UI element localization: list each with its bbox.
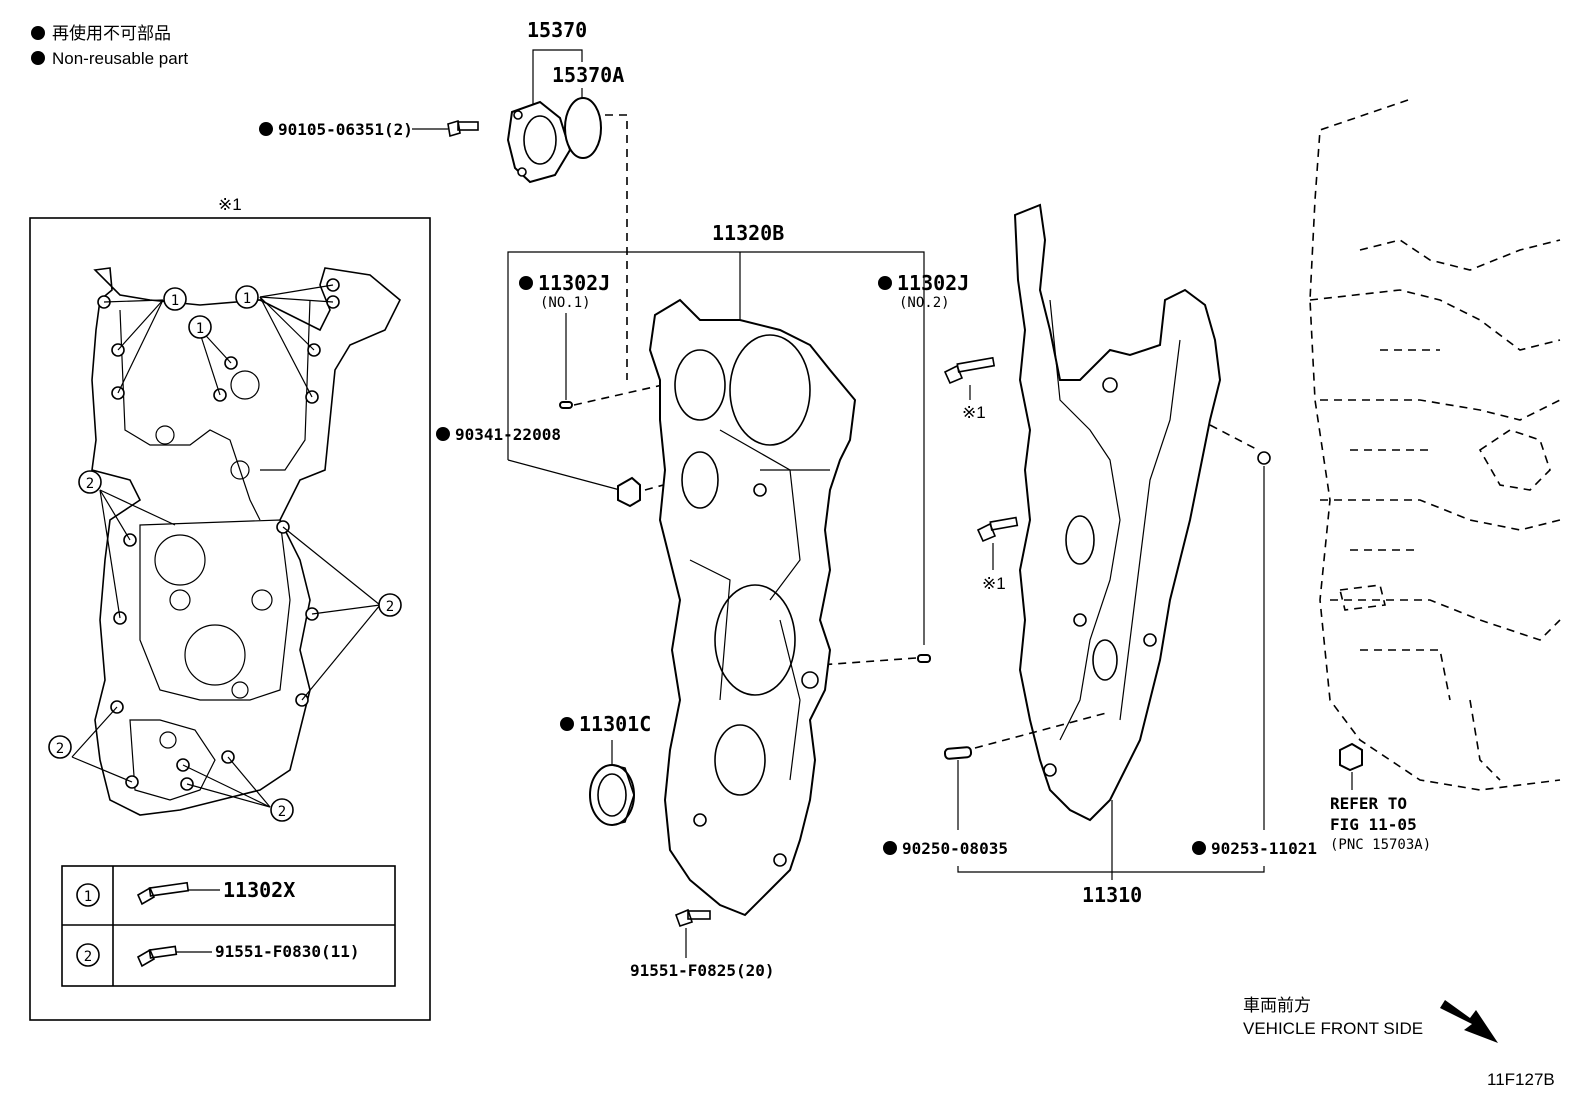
callout-11310-group: 90250-08035 90253-11021 11310 (883, 424, 1317, 907)
callout-11302J-no1-sub: (NO.1) (540, 295, 591, 311)
bolt-icon (674, 908, 711, 928)
dowel-pin-illustration (943, 746, 973, 760)
dowel-pin-illustration (1257, 451, 1271, 465)
plug-illustration (1339, 742, 1363, 772)
bolt-group-marker: 2 (78, 470, 102, 494)
dowel-pin-illustration (917, 654, 931, 663)
callout-90105: 90105-06351(2) (278, 120, 413, 139)
legend: 再使用不可部品 Non-reusable part (31, 23, 188, 68)
non-reusable-dot-icon (560, 717, 574, 731)
dowel-pin-illustration (559, 401, 573, 409)
table-row-number: 1 (84, 889, 92, 905)
callout-11302J-no1: 11302J (538, 271, 610, 295)
callout-11302J-no2: 11302J (897, 271, 969, 295)
figure-code: 11F127B (1487, 1070, 1555, 1089)
oil-seal-retainer-group: 15370 15370A (506, 18, 628, 380)
bolt-icon (447, 119, 479, 138)
bolt-group-marker: 1 (163, 287, 187, 311)
kit-border (29, 217, 431, 1021)
refer-note: REFER TO FIG 11-05 (PNC 15703A) (1330, 794, 1431, 853)
callout-11301C-group: 11301C (560, 712, 651, 826)
non-reusable-dot-icon (878, 276, 892, 290)
non-reusable-dot-icon (259, 122, 273, 136)
oil-seal-retainer-illustration (506, 100, 572, 184)
bolt-icon (136, 881, 220, 906)
kit-bolt-marker: ※1 (982, 574, 1006, 593)
non-reusable-dot-icon (31, 26, 45, 40)
svg-text:2: 2 (56, 741, 64, 757)
bolt-group-marker: 1 (188, 315, 212, 339)
bolt-group-marker: 2 (378, 593, 402, 617)
kit-leaders (71, 284, 381, 808)
non-reusable-dot-icon (883, 841, 897, 855)
non-reusable-dot-icon (519, 276, 533, 290)
refer-line-3: (PNC 15703A) (1330, 837, 1431, 853)
table-row-number: 2 (84, 949, 92, 965)
svg-text:2: 2 (86, 476, 94, 492)
callout-11320B-group: 11320B 11302J (NO.1) 11302J (NO.2) (507, 221, 969, 666)
table-row: 2 91551-F0830(11) (76, 942, 360, 968)
kit-box: ※1 (29, 195, 431, 1021)
callout-91551-F0825: 91551-F0825(20) (630, 961, 775, 980)
legend-jp: 再使用不可部品 (52, 23, 171, 43)
svg-text:1: 1 (196, 321, 204, 337)
kit-bolt-lower: ※1 (976, 516, 1019, 593)
bolt-icon (943, 356, 996, 385)
non-reusable-dot-icon (1192, 841, 1206, 855)
vehicle-front-indicator: 車両前方 VEHICLE FRONT SIDE (1243, 996, 1498, 1043)
svg-text:1: 1 (243, 291, 251, 307)
callout-11301C: 11301C (579, 712, 651, 736)
kit-marker: ※1 (218, 195, 242, 214)
refer-line-2: FIG 11-05 (1330, 815, 1417, 834)
timing-chain-cover-illustration (648, 298, 857, 917)
table-part-number: 91551-F0830(11) (215, 942, 360, 961)
crankshaft-seal-illustration (589, 764, 635, 826)
gasket-outline-illustration (91, 267, 401, 816)
legend-en: Non-reusable part (52, 49, 188, 68)
callout-91551-F0825-group: 91551-F0825(20) (630, 908, 775, 980)
cylinder-block-cover-illustration (1013, 203, 1222, 822)
kit-parts-table: 1 11302X 2 91551-F0830(11) (61, 865, 396, 987)
callout-90341-group: 90341-22008 (436, 425, 701, 508)
callout-15370A: 15370A (552, 63, 624, 87)
callout-90105-group: 90105-06351(2) (259, 119, 479, 139)
callout-90250: 90250-08035 (902, 839, 1008, 858)
kit-bolt-marker: ※1 (962, 403, 986, 422)
svg-text:2: 2 (386, 599, 394, 615)
bolt-icon (136, 945, 212, 968)
kit-bolt-upper: ※1 (943, 356, 996, 422)
bolt-group-marker: 2 (48, 735, 72, 759)
callout-90341: 90341-22008 (455, 425, 561, 444)
table-row: 1 11302X (76, 878, 295, 907)
bolt-group-marker: 2 (270, 798, 294, 822)
refer-line-1: REFER TO (1330, 794, 1407, 813)
plug-illustration (617, 476, 641, 508)
callout-11302J-no2-sub: (NO.2) (899, 295, 950, 311)
table-part-number: 11302X (223, 878, 295, 902)
callout-90253: 90253-11021 (1211, 839, 1317, 858)
bolt-icon (976, 516, 1019, 543)
direction-jp: 車両前方 (1243, 996, 1311, 1015)
callout-11320B: 11320B (712, 221, 784, 245)
callout-15370: 15370 (527, 18, 587, 42)
direction-en: VEHICLE FRONT SIDE (1243, 1019, 1423, 1038)
svg-text:2: 2 (278, 804, 286, 820)
o-ring-illustration (564, 97, 602, 159)
callout-11310: 11310 (1082, 883, 1142, 907)
bolt-group-marker: 1 (235, 285, 259, 309)
engine-block-illustration (1309, 99, 1561, 791)
non-reusable-dot-icon (31, 51, 45, 65)
non-reusable-dot-icon (436, 427, 450, 441)
svg-text:1: 1 (171, 293, 179, 309)
front-arrow-icon (1440, 1000, 1498, 1043)
